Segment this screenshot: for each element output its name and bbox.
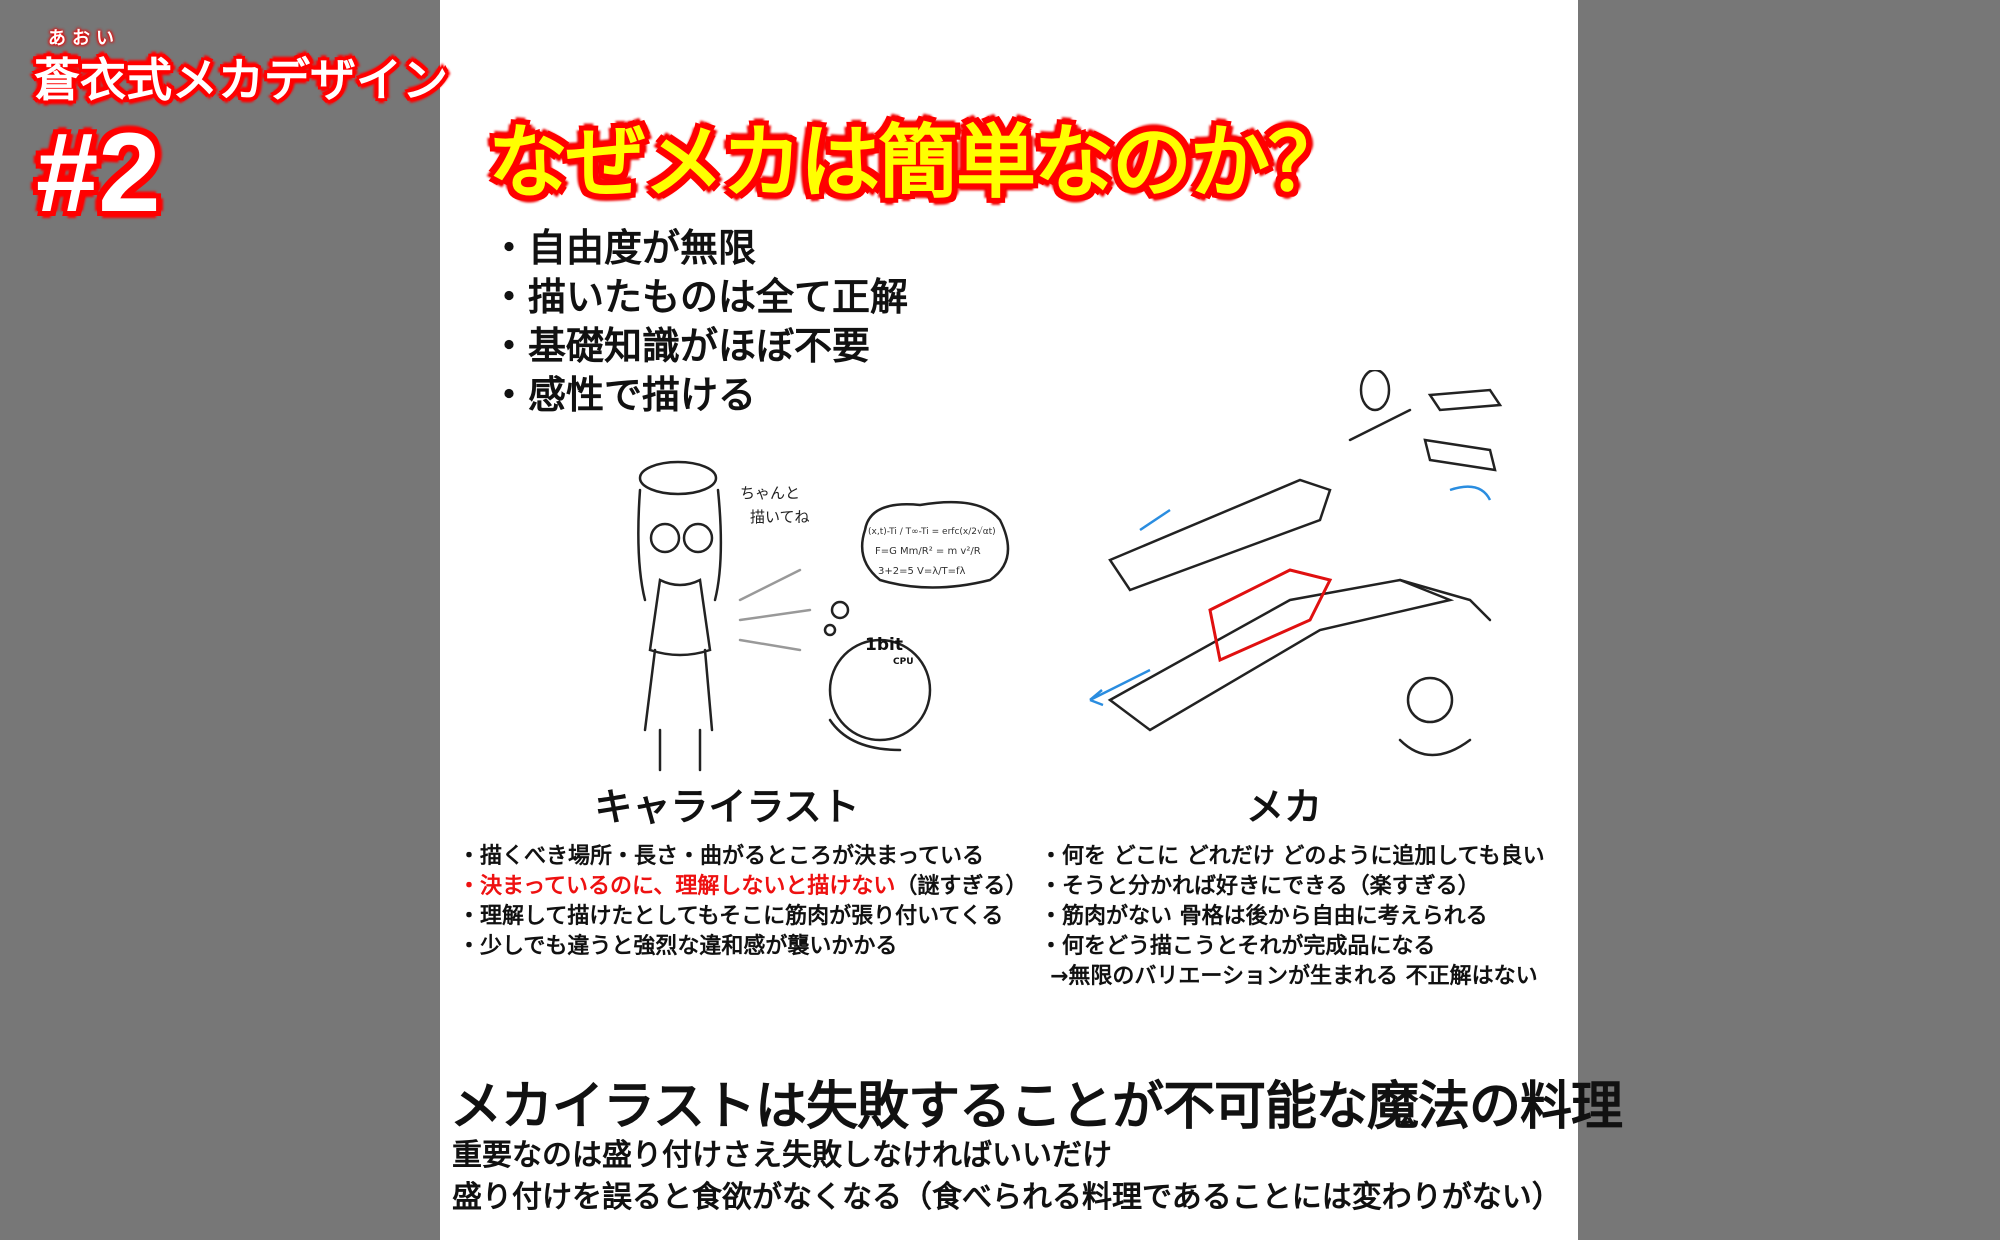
torso — [648, 578, 712, 657]
glasses-right — [682, 522, 714, 554]
thought-dot — [830, 600, 850, 620]
cpu-label: 1bit — [865, 635, 903, 655]
hair — [637, 488, 723, 602]
mecha-result: →無限のバリエーションが生まれる 不正解はない — [1050, 964, 1538, 989]
conclusion-line: 重要なのは盛り付けさえ失敗しなければいいだけ — [452, 1138, 1112, 1173]
character-point: 描くべき場所・長さ・曲がるところが決まっている — [458, 842, 1027, 872]
thought-dot — [823, 623, 837, 637]
part-plate — [1427, 388, 1503, 412]
blue-arrow — [1089, 668, 1151, 707]
motion-lines — [738, 568, 812, 652]
reason-item: 感性で描ける — [490, 371, 908, 420]
character-point: 少しでも違うと強烈な違和感が襲いかかる — [458, 932, 1027, 962]
mecha-point: 何を どこに どれだけ どのように追加しても良い — [1040, 842, 1545, 872]
mecha-upper-hull — [1108, 478, 1332, 592]
character-points: 描くべき場所・長さ・曲がるところが決まっている 決まっているのに、理解しないと描… — [458, 842, 1027, 962]
part-eye — [1359, 370, 1391, 412]
mecha-label: メカ — [1245, 785, 1323, 829]
speech-line: 描いてね — [750, 508, 810, 526]
episode-number: #2 — [36, 110, 161, 235]
cpu-body — [828, 718, 902, 752]
cpu-sub-label: CPU — [893, 657, 914, 667]
formula: 3+2=5 V=λ/T=fλ — [878, 566, 966, 577]
part-block — [1423, 438, 1497, 472]
character-point-highlight: 決まっているのに、理解しないと描けない（謎すぎる） — [458, 872, 1027, 902]
mecha-lower-hull — [1107, 578, 1455, 732]
pilot-body — [1398, 738, 1472, 757]
conclusion-headline: メカイラストは失敗することが不可能な魔法の料理 — [450, 1077, 1623, 1137]
reason-item: 描いたものは全て正解 — [490, 273, 908, 322]
speech-line: ちゃんと — [740, 484, 800, 502]
character-illustration: ちゃんと 描いてね (x,t)-Ti / T∞-Ti = erfc(x/2√αt… — [637, 460, 1010, 772]
glasses-left — [649, 522, 681, 554]
character-label: キャライラスト — [594, 785, 860, 829]
beret — [638, 460, 718, 496]
red-highlight-frame — [1208, 568, 1333, 663]
reasons-list: 自由度が無限 描いたものは全て正解 基礎知識がほぼ不要 感性で描ける — [490, 224, 908, 420]
character-point: 理解して描けたとしてもそこに筋肉が張り付いてくる — [458, 902, 1027, 932]
series-ruby: あおい — [48, 28, 120, 49]
mecha-point: 筋肉がない 骨格は後から自由に考えられる — [1040, 902, 1545, 932]
conclusion-line: 盛り付けを誤ると食欲がなくなる（食べられる料理であることには変わりがない） — [452, 1180, 1562, 1215]
reason-item: 自由度が無限 — [490, 224, 908, 273]
series-title: 蒼衣式メカデザイン — [34, 53, 448, 107]
highlight-text: 決まっているのに、理解しないと描けない — [480, 874, 896, 899]
blue-arrow — [1139, 508, 1171, 532]
formula: (x,t)-Ti / T∞-Ti = erfc(x/2√αt) — [868, 526, 996, 537]
blue-arrow — [1449, 485, 1492, 501]
mecha-illustration — [1089, 370, 1503, 757]
formula: F=G Mm/R² = m v²/R — [875, 546, 981, 557]
part-rod — [1348, 408, 1412, 442]
mecha-point: 何をどう描こうとそれが完成品になる — [1040, 932, 1545, 962]
cpu-head — [828, 638, 932, 742]
pilot-head — [1406, 676, 1454, 724]
mecha-wing — [1398, 578, 1492, 622]
mecha-point: そうと分かれば好きにできる（楽すぎる） — [1040, 872, 1545, 902]
legs — [643, 648, 714, 772]
slide-panel — [440, 0, 1578, 1240]
reason-item: 基礎知識がほぼ不要 — [490, 322, 908, 371]
thought-bubble — [860, 500, 1010, 589]
aside-text: （謎すぎる） — [895, 874, 1028, 899]
main-title: なぜメカは簡単なのか？ — [488, 116, 1348, 209]
mecha-points: 何を どこに どれだけ どのように追加しても良い そうと分かれば好きにできる（楽… — [1040, 842, 1545, 992]
